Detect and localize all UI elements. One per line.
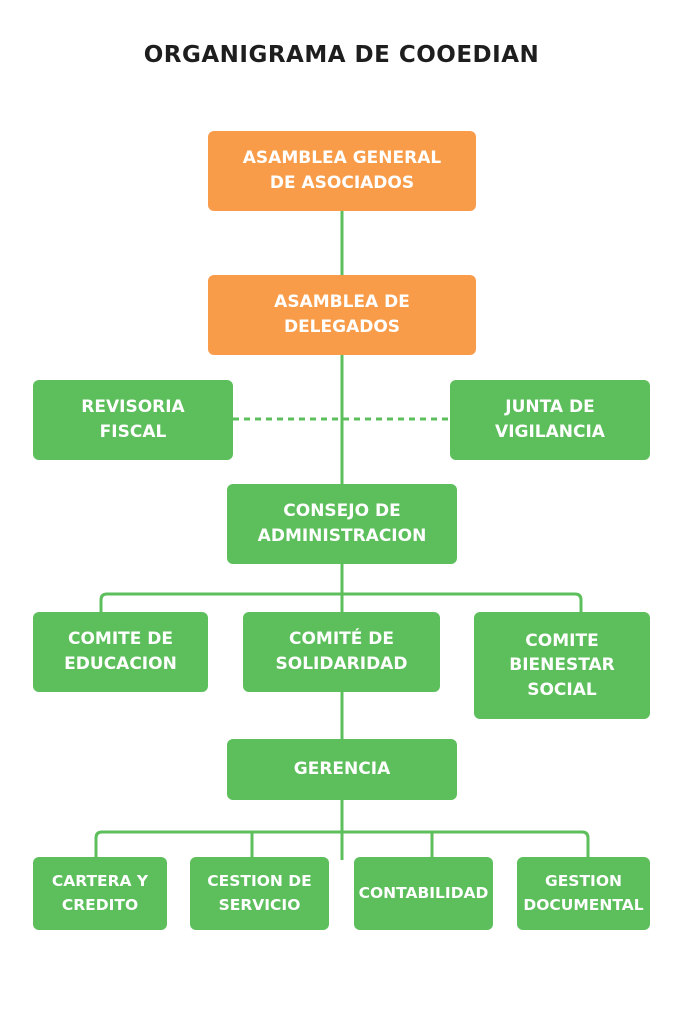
gestion-documental-node: GESTION DOCUMENTAL [517,857,650,930]
gerencia-node: GERENCIA [227,739,457,800]
comite-bienestar-node: COMITE BIENESTAR SOCIAL [474,612,650,719]
junta-vigilancia-node: JUNTA DE VIGILANCIA [450,380,650,460]
departments-bus [94,830,590,858]
consejo-administracion-node: CONSEJO DE ADMINISTRACION [227,484,457,564]
revisoria-fiscal-node: REVISORIA FISCAL [33,380,233,460]
cartera-credito-node: CARTERA Y CREDITO [33,857,167,930]
asamblea-general-node: ASAMBLEA GENERAL DE ASOCIADOS [208,131,476,211]
comite-educacion-node: COMITE DE EDUCACION [33,612,208,692]
page-title: ORGANIGRAMA DE COOEDIAN [143,42,540,68]
contabilidad-node: CONTABILIDAD [354,857,493,930]
comites-bus [99,592,583,612]
comite-solidaridad-node: COMITÉ DE SOLIDARIDAD [243,612,440,692]
gestion-servicio-node: CESTION DE SERVICIO [190,857,329,930]
asamblea-delegados-node: ASAMBLEA DE DELEGADOS [208,275,476,355]
